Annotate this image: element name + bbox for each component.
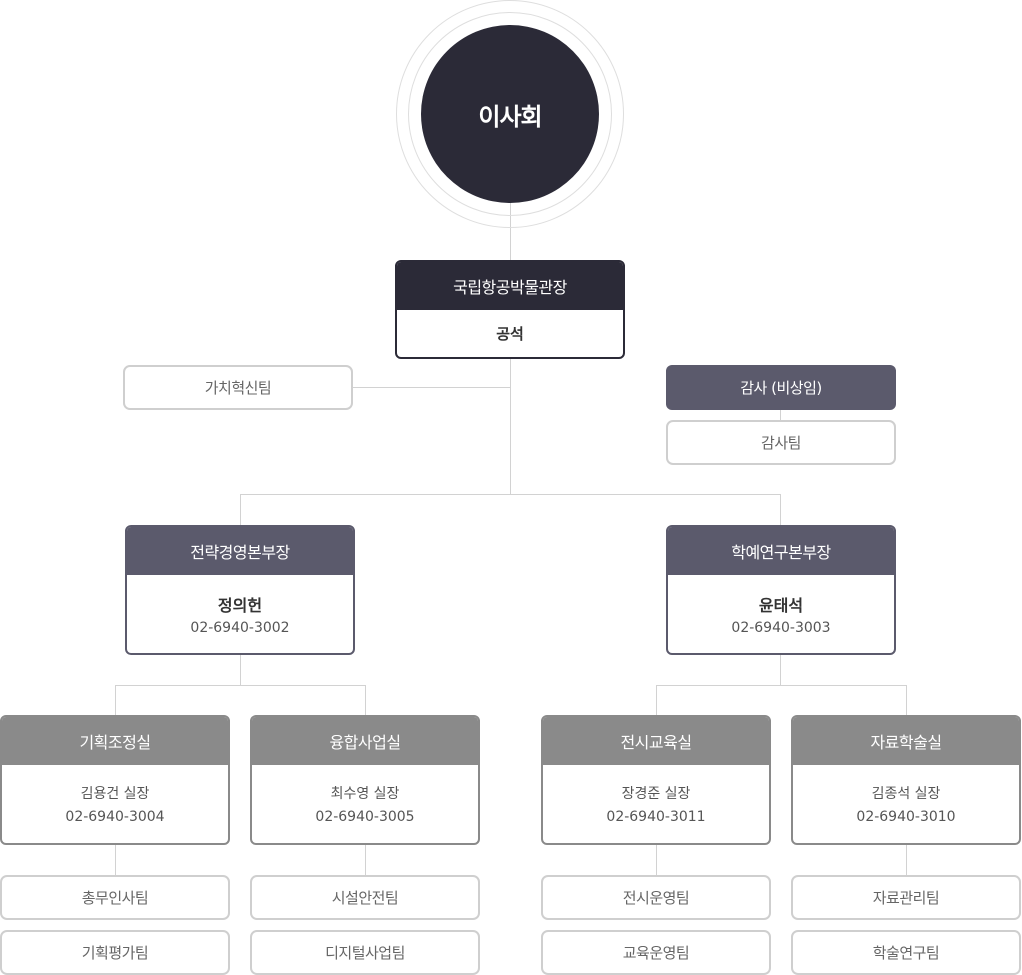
connector-line (780, 494, 781, 526)
innovation-team-box: 가치혁신팀 (123, 365, 353, 410)
office-convergence-box: 융합사업실 최수영 실장 02-6940-3005 (250, 715, 480, 845)
hq-title: 학예연구본부장 (668, 527, 894, 575)
board-label: 이사회 (478, 102, 542, 131)
connector-line (365, 685, 366, 716)
hq-head-name: 정의헌 (217, 596, 263, 615)
director-status: 공석 (496, 324, 524, 343)
connector-line (656, 685, 657, 716)
office-phone: 02-6940-3005 (315, 809, 415, 825)
connector-line (352, 387, 510, 388)
office-phone: 02-6940-3010 (856, 809, 956, 825)
audit-box: 감사 (비상임) (666, 365, 896, 410)
office-planning-box: 기획조정실 김용건 실장 02-6940-3004 (0, 715, 230, 845)
connector-line (656, 685, 907, 686)
office-title: 자료학술실 (793, 717, 1019, 765)
team-box: 전시운영팀 (541, 875, 771, 920)
office-title: 융합사업실 (252, 717, 478, 765)
office-phone: 02-6940-3011 (606, 809, 706, 825)
hq-curatorial-box: 학예연구본부장 윤태석 02-6940-3003 (666, 525, 896, 655)
hq-phone: 02-6940-3003 (731, 620, 831, 636)
connector-line (240, 494, 781, 495)
connector-line (240, 494, 241, 526)
board-node: 이사회 (421, 25, 599, 203)
office-head: 최수영 실장 (330, 786, 400, 802)
office-title: 기획조정실 (2, 717, 228, 765)
team-box: 기획평가팀 (0, 930, 230, 975)
office-head: 김용건 실장 (80, 786, 150, 802)
team-box: 디지털사업팀 (250, 930, 480, 975)
connector-line (510, 358, 511, 495)
connector-line (115, 843, 116, 876)
office-title: 전시교육실 (543, 717, 769, 765)
office-phone: 02-6940-3004 (65, 809, 165, 825)
hq-title: 전략경영본부장 (127, 527, 353, 575)
audit-team-box: 감사팀 (666, 420, 896, 465)
team-box: 자료관리팀 (791, 875, 1021, 920)
hq-phone: 02-6940-3002 (190, 620, 290, 636)
connector-line (240, 654, 241, 685)
team-box: 시설안전팀 (250, 875, 480, 920)
board-inner-ring (408, 12, 612, 216)
office-exhibition-box: 전시교육실 장경준 실장 02-6940-3011 (541, 715, 771, 845)
board-outer-ring (396, 0, 624, 228)
director-title: 국립항공박물관장 (397, 262, 623, 310)
office-head: 장경준 실장 (621, 786, 691, 802)
connector-line (115, 685, 366, 686)
team-box: 학술연구팀 (791, 930, 1021, 975)
director-box: 국립항공박물관장 공석 (395, 260, 625, 359)
connector-line (906, 685, 907, 716)
hq-head-name: 윤태석 (758, 596, 804, 615)
hq-strategy-box: 전략경영본부장 정의헌 02-6940-3002 (125, 525, 355, 655)
office-head: 김종석 실장 (871, 786, 941, 802)
connector-line (365, 843, 366, 876)
connector-line (906, 843, 907, 876)
office-archives-box: 자료학술실 김종석 실장 02-6940-3010 (791, 715, 1021, 845)
connector-line (780, 409, 781, 421)
team-box: 총무인사팀 (0, 875, 230, 920)
team-box: 교육운영팀 (541, 930, 771, 975)
connector-line (510, 203, 511, 261)
connector-line (780, 654, 781, 685)
connector-line (656, 843, 657, 876)
connector-line (115, 685, 116, 716)
